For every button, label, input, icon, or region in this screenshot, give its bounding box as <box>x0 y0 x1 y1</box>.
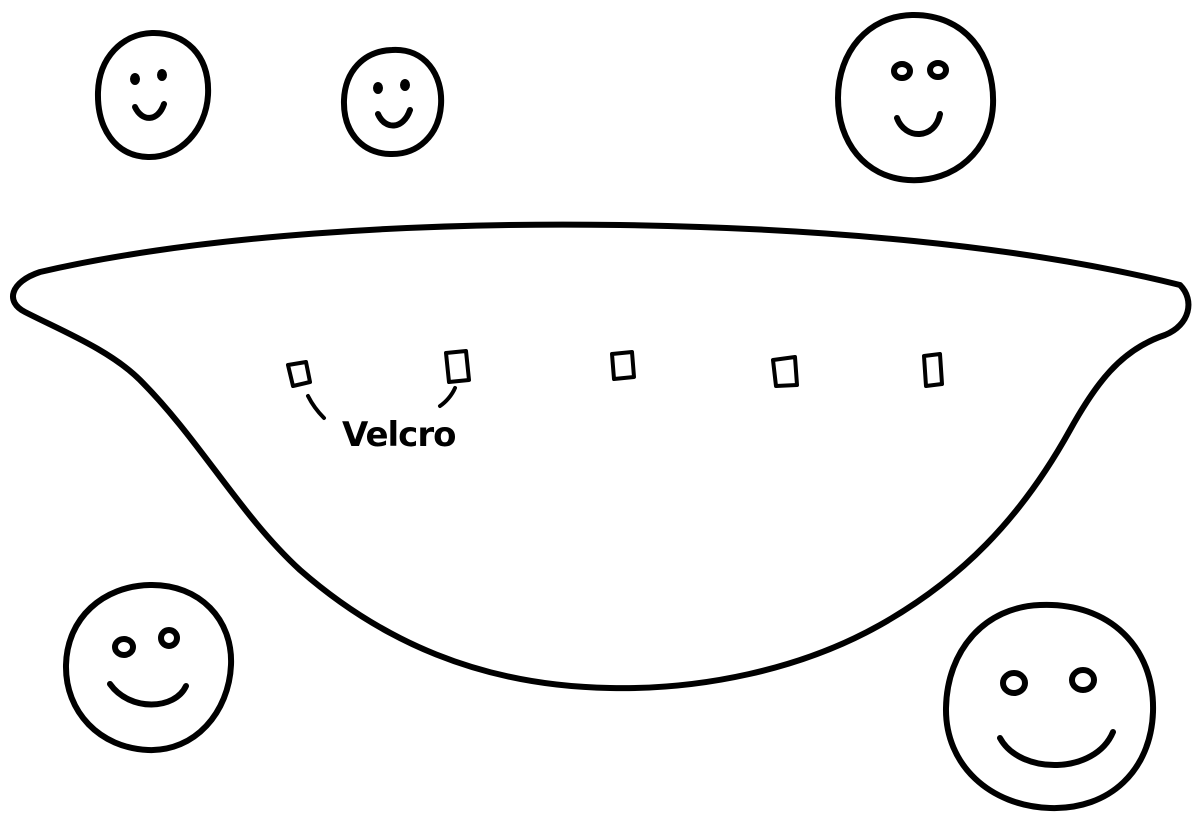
smile <box>1000 732 1113 765</box>
eye-left <box>373 82 383 94</box>
smiley-face-bottom-right <box>946 605 1153 808</box>
face-outline <box>344 50 441 154</box>
smile <box>378 110 410 126</box>
eye-right <box>157 69 167 81</box>
face-outline <box>838 15 993 180</box>
eye-right <box>930 63 946 77</box>
velcro-patch-4 <box>773 357 797 386</box>
smiley-face-bottom-left <box>66 585 231 750</box>
velcro-patch-5 <box>924 354 942 386</box>
smiley-face-top-right <box>838 15 993 180</box>
velcro-patches <box>288 351 942 386</box>
velcro-label: Velcro <box>342 415 455 455</box>
smiley-face-top-left <box>98 33 208 157</box>
eye-left <box>894 64 910 78</box>
eye-left <box>1003 673 1025 693</box>
smile <box>135 104 164 118</box>
smile <box>110 684 186 705</box>
face-outline <box>946 605 1153 808</box>
callout-line-left <box>308 396 324 418</box>
velcro-patch-1 <box>288 362 310 386</box>
eye-left <box>130 73 140 85</box>
velcro-callout-lines <box>308 388 455 418</box>
bowl-shape <box>13 225 1188 689</box>
smile <box>897 114 940 134</box>
face-outline <box>66 585 231 750</box>
velcro-patch-2 <box>446 351 469 382</box>
smiley-face-top-middle <box>344 50 441 154</box>
callout-line-right <box>440 388 455 406</box>
eye-left <box>115 639 133 655</box>
velcro-patch-3 <box>612 352 634 379</box>
eye-right <box>161 630 177 646</box>
eye-right <box>400 79 410 91</box>
face-outline <box>98 33 208 157</box>
eye-right <box>1072 670 1094 690</box>
